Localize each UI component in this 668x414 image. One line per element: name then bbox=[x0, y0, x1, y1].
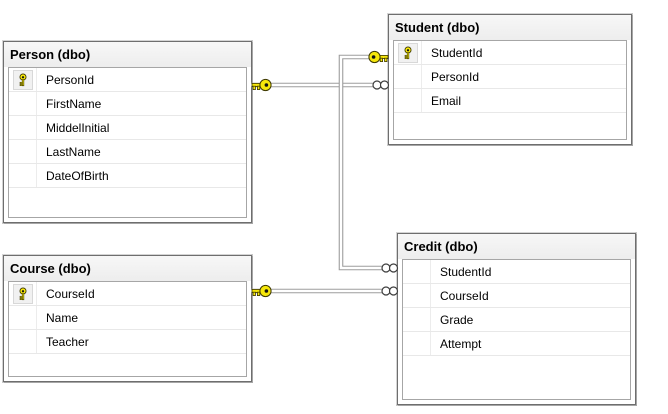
column-name: PersonId bbox=[431, 69, 480, 84]
table-credit[interactable]: Credit (dbo) StudentId CourseId Grade At… bbox=[397, 233, 636, 405]
table-title[interactable]: Person (dbo) bbox=[4, 42, 251, 67]
table-row[interactable]: MiddelInitial bbox=[9, 116, 246, 140]
table-title[interactable]: Credit (dbo) bbox=[398, 234, 635, 259]
table-row[interactable]: DateOfBirth bbox=[9, 164, 246, 188]
infinity-icon bbox=[372, 80, 390, 90]
column-name: MiddelInitial bbox=[46, 120, 110, 135]
column-name: CourseId bbox=[440, 288, 489, 303]
table-course[interactable]: Course (dbo) CourseId Name Teacher bbox=[3, 255, 252, 382]
infinity-icon bbox=[381, 263, 399, 273]
key-icon bbox=[251, 284, 272, 298]
table-student[interactable]: Student (dbo) StudentId PersonId Email bbox=[388, 14, 632, 145]
column-name: Grade bbox=[440, 312, 474, 327]
primary-key-icon bbox=[12, 283, 33, 304]
table-person[interactable]: Person (dbo) PersonId FirstName MiddelIn… bbox=[3, 41, 252, 223]
column-grid: PersonId FirstName MiddelInitial LastNam… bbox=[8, 67, 247, 218]
infinity-icon bbox=[381, 286, 399, 296]
table-row[interactable]: Email bbox=[394, 89, 626, 113]
column-name: Email bbox=[431, 93, 462, 108]
table-row[interactable]: PersonId bbox=[9, 68, 246, 92]
column-name: StudentId bbox=[440, 264, 492, 279]
column-name: DateOfBirth bbox=[46, 168, 109, 183]
table-row[interactable]: FirstName bbox=[9, 92, 246, 116]
column-name: CourseId bbox=[46, 286, 95, 301]
column-grid: CourseId Name Teacher bbox=[8, 281, 247, 377]
table-row[interactable]: Attempt bbox=[403, 332, 630, 356]
column-name: PersonId bbox=[46, 72, 95, 87]
table-row[interactable]: CourseId bbox=[9, 282, 246, 306]
column-name: Name bbox=[46, 310, 79, 325]
column-name: FirstName bbox=[46, 96, 102, 111]
key-icon bbox=[251, 78, 272, 92]
table-row[interactable]: Grade bbox=[403, 308, 630, 332]
table-row[interactable]: Teacher bbox=[9, 330, 246, 354]
primary-key-icon bbox=[397, 42, 418, 63]
table-row[interactable]: CourseId bbox=[403, 284, 630, 308]
primary-key-icon bbox=[12, 69, 33, 90]
table-row[interactable]: StudentId bbox=[394, 41, 626, 65]
table-title[interactable]: Course (dbo) bbox=[4, 256, 251, 281]
table-row[interactable]: LastName bbox=[9, 140, 246, 164]
table-row[interactable]: StudentId bbox=[403, 260, 630, 284]
column-grid: StudentId PersonId Email bbox=[393, 40, 627, 140]
column-name: Attempt bbox=[440, 336, 482, 351]
column-name: LastName bbox=[46, 144, 101, 159]
column-grid: StudentId CourseId Grade Attempt bbox=[402, 259, 631, 400]
column-name: StudentId bbox=[431, 45, 483, 60]
table-row[interactable]: Name bbox=[9, 306, 246, 330]
key-icon bbox=[368, 50, 389, 64]
column-name: Teacher bbox=[46, 334, 89, 349]
table-row[interactable]: PersonId bbox=[394, 65, 626, 89]
table-title[interactable]: Student (dbo) bbox=[389, 15, 631, 40]
